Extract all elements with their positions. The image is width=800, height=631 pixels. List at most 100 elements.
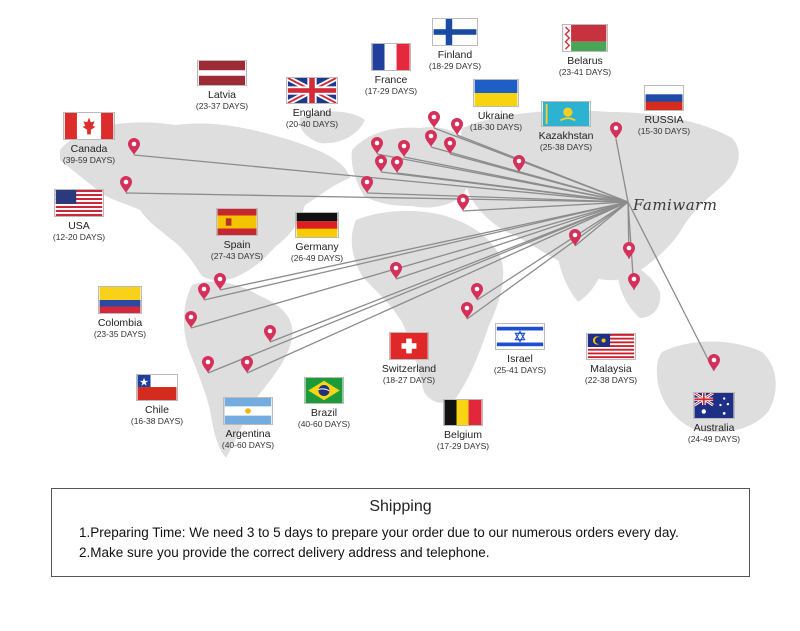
country-germany: Germany (26-49 DAYS) bbox=[262, 212, 372, 264]
route-line bbox=[203, 201, 629, 301]
location-pin-icon bbox=[128, 138, 140, 155]
delivery-days: (17-29 DAYS) bbox=[364, 86, 418, 96]
route-line bbox=[518, 171, 629, 203]
delivery-days: (27-43 DAYS) bbox=[210, 251, 264, 261]
route-line bbox=[395, 201, 629, 280]
shipping-note-address: 2.Make sure you provide the correct deli… bbox=[79, 545, 490, 560]
country-name: Switzerland bbox=[381, 363, 437, 375]
latvia-flag-icon bbox=[197, 60, 247, 86]
australia-flag-icon bbox=[693, 392, 735, 419]
route-line bbox=[574, 201, 629, 247]
delivery-days: (12-20 DAYS) bbox=[52, 232, 106, 242]
route-line bbox=[462, 201, 629, 212]
country-malaysia: Malaysia (22-38 DAYS) bbox=[556, 333, 666, 386]
location-pin-icon bbox=[185, 311, 197, 328]
delivery-days: (16-38 DAYS) bbox=[130, 416, 184, 426]
country-name: Belgium bbox=[444, 429, 482, 441]
route-line bbox=[219, 201, 629, 291]
finland-flag-icon bbox=[432, 18, 478, 46]
country-name: USA bbox=[68, 220, 90, 232]
country-name: Argentina bbox=[225, 428, 271, 440]
world-map bbox=[60, 110, 776, 458]
colombia-flag-icon bbox=[98, 286, 142, 314]
chile-flag-icon bbox=[136, 374, 178, 401]
location-pin-icon bbox=[425, 130, 437, 147]
israel-flag-icon bbox=[495, 323, 545, 350]
brand-logo-text: Famiwarm bbox=[633, 196, 718, 214]
country-name: Israel bbox=[507, 353, 533, 365]
country-name: France bbox=[374, 74, 408, 86]
route-line bbox=[190, 201, 629, 329]
country-name: England bbox=[292, 107, 332, 119]
destination-pins bbox=[120, 111, 720, 373]
belarus-flag-icon bbox=[562, 24, 608, 52]
route-line bbox=[207, 201, 629, 374]
malaysia-flag-icon bbox=[586, 333, 636, 360]
location-pin-icon bbox=[214, 273, 226, 290]
delivery-days: (24-49 DAYS) bbox=[687, 434, 741, 444]
location-pin-icon bbox=[623, 242, 635, 259]
kazakhstan-flag-icon bbox=[541, 101, 591, 127]
country-ukraine: Ukraine (18-30 DAYS) bbox=[441, 79, 551, 133]
usa-flag-icon bbox=[54, 189, 104, 217]
india bbox=[558, 239, 605, 302]
delivery-days: (20-40 DAYS) bbox=[285, 119, 339, 129]
route-line bbox=[366, 192, 629, 203]
country-canada: Canada (39-59 DAYS) bbox=[34, 112, 144, 166]
location-pin-icon bbox=[444, 137, 456, 154]
country-spain: Spain (27-43 DAYS) bbox=[182, 208, 292, 262]
location-pin-icon bbox=[391, 156, 403, 173]
continent-north-america bbox=[60, 122, 350, 281]
country-name: Kazakhstan bbox=[538, 130, 594, 142]
route-line bbox=[403, 156, 629, 203]
country-australia: Australia (24-49 DAYS) bbox=[659, 392, 769, 445]
country-name: Australia bbox=[693, 422, 735, 434]
route-line bbox=[133, 154, 629, 203]
continent-africa bbox=[351, 210, 504, 403]
spain-flag-icon bbox=[216, 208, 258, 236]
country-name: RUSSIA bbox=[644, 114, 684, 126]
country-finland: Finland (18-29 DAYS) bbox=[400, 18, 510, 72]
route-line bbox=[269, 201, 629, 343]
delivery-days: (23-35 DAYS) bbox=[93, 329, 147, 339]
germany-flag-icon bbox=[295, 212, 339, 238]
delivery-days: (40-60 DAYS) bbox=[221, 440, 275, 450]
location-pin-icon bbox=[371, 137, 383, 154]
route-line bbox=[396, 172, 629, 203]
route-line bbox=[466, 201, 629, 320]
greenland bbox=[299, 111, 365, 144]
delivery-days: (25-41 DAYS) bbox=[493, 365, 547, 375]
country-belgium: Belgium (17-29 DAYS) bbox=[408, 399, 518, 452]
canada-flag-icon bbox=[63, 112, 115, 140]
delivery-days: (23-41 DAYS) bbox=[558, 67, 612, 77]
country-kazakhstan: Kazakhstan (25-38 DAYS) bbox=[511, 101, 621, 153]
country-name: Brazil bbox=[310, 407, 338, 419]
route-line bbox=[627, 201, 715, 372]
location-pin-icon bbox=[513, 155, 525, 172]
route-line bbox=[456, 134, 629, 203]
shipping-info-box: Shipping 1.Preparing Time: We need 3 to … bbox=[51, 488, 750, 577]
delivery-days: (23-37 DAYS) bbox=[195, 101, 249, 111]
location-pin-icon bbox=[451, 118, 463, 135]
country-chile: Chile (16-38 DAYS) bbox=[102, 374, 212, 427]
france-flag-icon bbox=[371, 43, 411, 71]
delivery-days: (15-30 DAYS) bbox=[637, 126, 691, 136]
location-pin-icon bbox=[461, 302, 473, 319]
country-name: Canada bbox=[70, 143, 108, 155]
country-england: England (20-40 DAYS) bbox=[257, 77, 367, 130]
country-name: Spain bbox=[223, 239, 251, 251]
delivery-days: (17-29 DAYS) bbox=[436, 441, 490, 451]
country-russia: RUSSIA (15-30 DAYS) bbox=[609, 85, 719, 137]
country-name: Belarus bbox=[567, 55, 603, 67]
ukraine-flag-icon bbox=[473, 79, 519, 107]
delivery-days: (22-38 DAYS) bbox=[584, 375, 638, 385]
brazil-flag-icon bbox=[304, 377, 344, 404]
location-pin-icon bbox=[375, 155, 387, 172]
shipping-routes bbox=[125, 127, 715, 374]
country-name: Ukraine bbox=[477, 110, 515, 122]
country-colombia: Colombia (23-35 DAYS) bbox=[65, 286, 175, 340]
country-name: Latvia bbox=[207, 89, 237, 101]
location-pin-icon bbox=[610, 122, 622, 139]
switzerland-flag-icon bbox=[389, 332, 429, 360]
location-pin-icon bbox=[202, 356, 214, 373]
